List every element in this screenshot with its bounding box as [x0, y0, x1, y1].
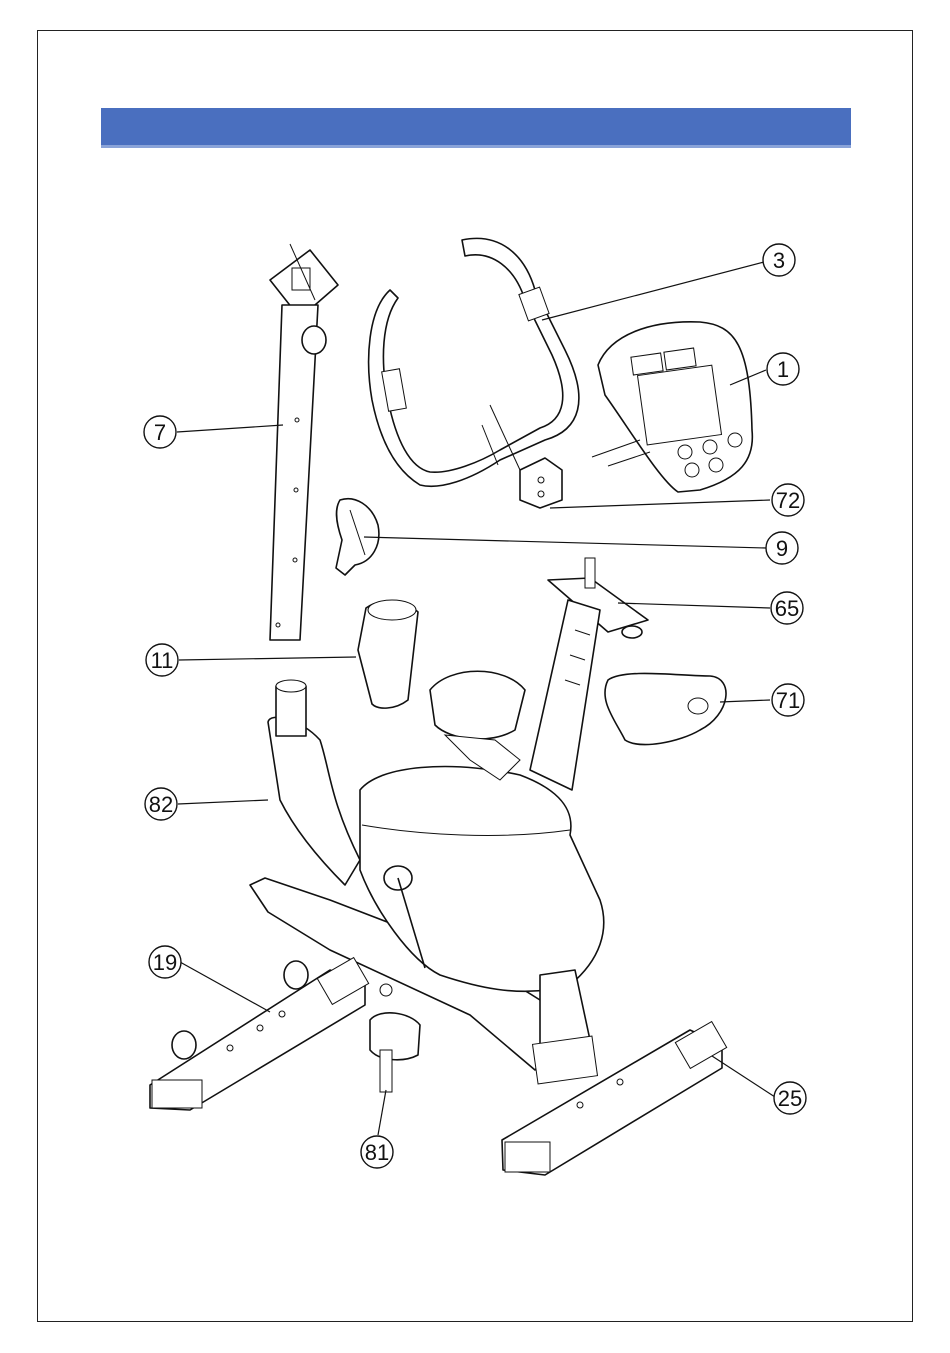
leader-65	[618, 603, 770, 608]
leader-19	[180, 962, 270, 1012]
svg-text:65: 65	[775, 596, 799, 621]
part-81-pedal	[370, 984, 420, 1092]
svg-text:71: 71	[776, 688, 800, 713]
callout-25: 25	[774, 1082, 806, 1114]
part-19-front-stabilizer	[150, 958, 369, 1110]
callout-72: 72	[772, 484, 804, 516]
callout-1: 1	[767, 353, 799, 385]
svg-text:19: 19	[153, 950, 177, 975]
leader-71	[720, 700, 770, 702]
svg-text:1: 1	[777, 357, 789, 382]
callout-71: 71	[772, 684, 804, 716]
svg-text:25: 25	[778, 1086, 802, 1111]
leader-7	[177, 425, 283, 432]
callout-65: 65	[771, 592, 803, 624]
part-1-console	[592, 322, 752, 492]
callout-3: 3	[763, 244, 795, 276]
part-72-bracket	[520, 458, 562, 508]
leader-3	[542, 262, 764, 320]
callout-81: 81	[361, 1136, 393, 1168]
svg-text:9: 9	[776, 536, 788, 561]
leader-11	[179, 657, 356, 660]
callout-11: 11	[146, 644, 178, 676]
leader-25	[712, 1056, 775, 1097]
leader-72	[550, 500, 770, 508]
svg-text:3: 3	[773, 248, 785, 273]
leader-9	[364, 537, 766, 548]
callout-7: 7	[144, 416, 176, 448]
part-71-seat	[605, 673, 726, 744]
svg-text:82: 82	[149, 792, 173, 817]
callout-82: 82	[145, 788, 177, 820]
part-7-upright-post	[270, 244, 338, 640]
callout-19: 19	[149, 946, 181, 978]
leader-81	[378, 1090, 386, 1135]
callout-9: 9	[766, 532, 798, 564]
leader-82	[178, 800, 268, 804]
svg-text:7: 7	[154, 420, 166, 445]
svg-text:72: 72	[776, 488, 800, 513]
svg-text:11: 11	[151, 648, 174, 673]
part-11-shroud	[358, 600, 418, 708]
part-3-handlebar	[369, 238, 579, 486]
svg-text:81: 81	[365, 1140, 389, 1165]
